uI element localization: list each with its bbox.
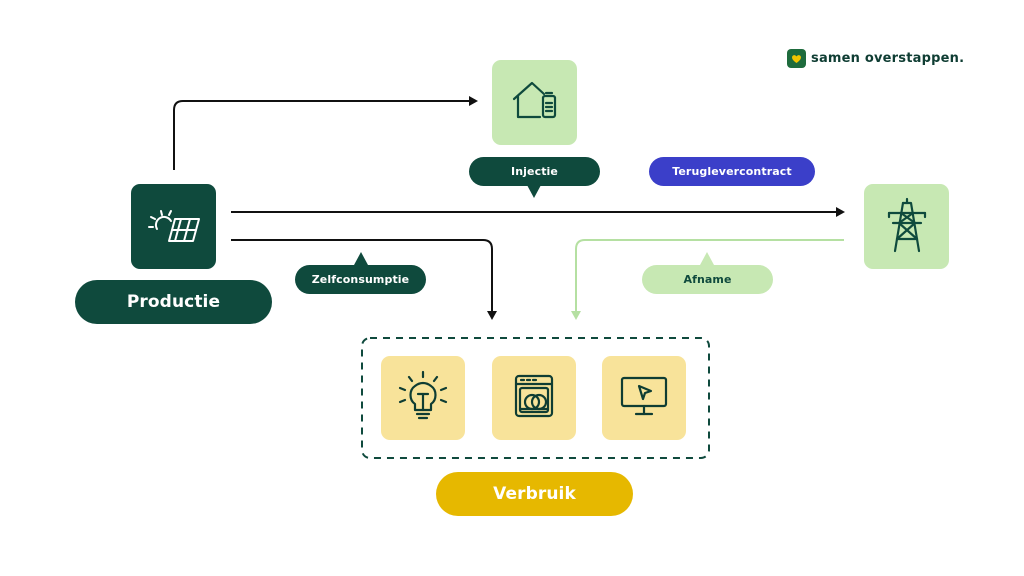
- zelfconsumptie-pointer: [354, 252, 368, 265]
- device-tile-light: [381, 356, 465, 440]
- brand-name: samen overstappen.: [811, 51, 965, 66]
- power-pylon-icon: [885, 197, 929, 257]
- production-tile: [131, 184, 216, 269]
- arrow-production-to-home: [173, 96, 478, 170]
- arrow-production-to-consumption: [231, 239, 497, 320]
- injectie-pointer: [527, 185, 541, 198]
- monitor-icon: [619, 374, 669, 422]
- brand-logo: samen overstappen.: [787, 49, 964, 68]
- consumption-label: Verbruik: [436, 472, 633, 516]
- light-bulb-icon: [397, 370, 449, 426]
- production-label: Productie: [75, 280, 272, 324]
- afname-pointer: [700, 252, 714, 265]
- device-tile-dishwasher: [492, 356, 576, 440]
- dishwasher-icon: [510, 372, 558, 424]
- home-battery-icon: [510, 79, 560, 127]
- teruglevercontract-label: Teruglevercontract: [649, 157, 815, 186]
- arrow-grid-to-consumption: [571, 239, 844, 320]
- device-tile-monitor: [602, 356, 686, 440]
- consumption-group-border: [361, 337, 710, 459]
- home-battery-tile: [492, 60, 577, 145]
- afname-label: Afname: [642, 265, 773, 294]
- solar-panel-icon: [147, 205, 201, 249]
- grid-tile: [864, 184, 949, 269]
- brand-logo-icon: [787, 49, 806, 68]
- zelfconsumptie-label: Zelfconsumptie: [295, 265, 426, 294]
- injectie-label: Injectie: [469, 157, 600, 186]
